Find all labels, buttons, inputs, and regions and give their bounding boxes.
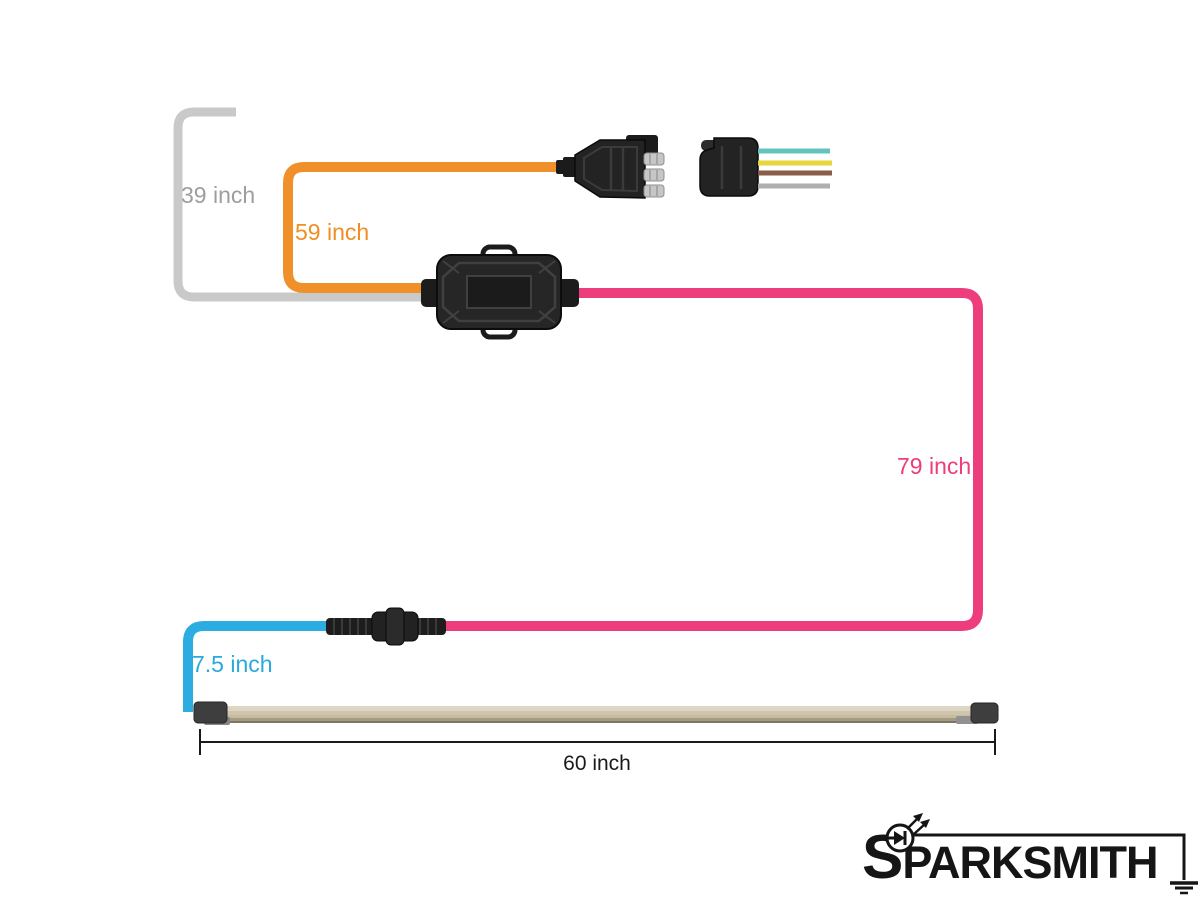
logo-decoration — [885, 813, 1198, 895]
label-79-inch: 79 inch — [897, 453, 972, 479]
orange-harness-wire — [283, 162, 566, 293]
blue-harness-wire — [183, 621, 334, 712]
bar-right-end-cap — [970, 702, 999, 724]
male-4pin-plug — [556, 135, 665, 199]
label-60-inch: 60 inch — [563, 752, 631, 775]
gray-extension-wire — [173, 107, 441, 302]
led-diode-icon — [885, 813, 930, 853]
male-plug-pins — [643, 152, 665, 198]
label-7-5-inch: 7.5 inch — [192, 651, 273, 677]
label-39-inch: 39 inch — [181, 182, 256, 208]
circuit-wire — [912, 833, 1186, 880]
brand-rest: PARKSMITH — [902, 837, 1158, 888]
pink-harness-wire — [436, 288, 983, 631]
dimension-line — [199, 729, 996, 755]
bar-left-end-cap — [193, 701, 228, 724]
inline-barrel-connector — [326, 607, 446, 646]
led-light-bar — [193, 701, 999, 725]
female-4pin-plug — [699, 137, 832, 197]
ground-icon — [1170, 881, 1198, 895]
converter-box — [421, 244, 579, 340]
label-59-inch: 59 inch — [295, 219, 370, 245]
